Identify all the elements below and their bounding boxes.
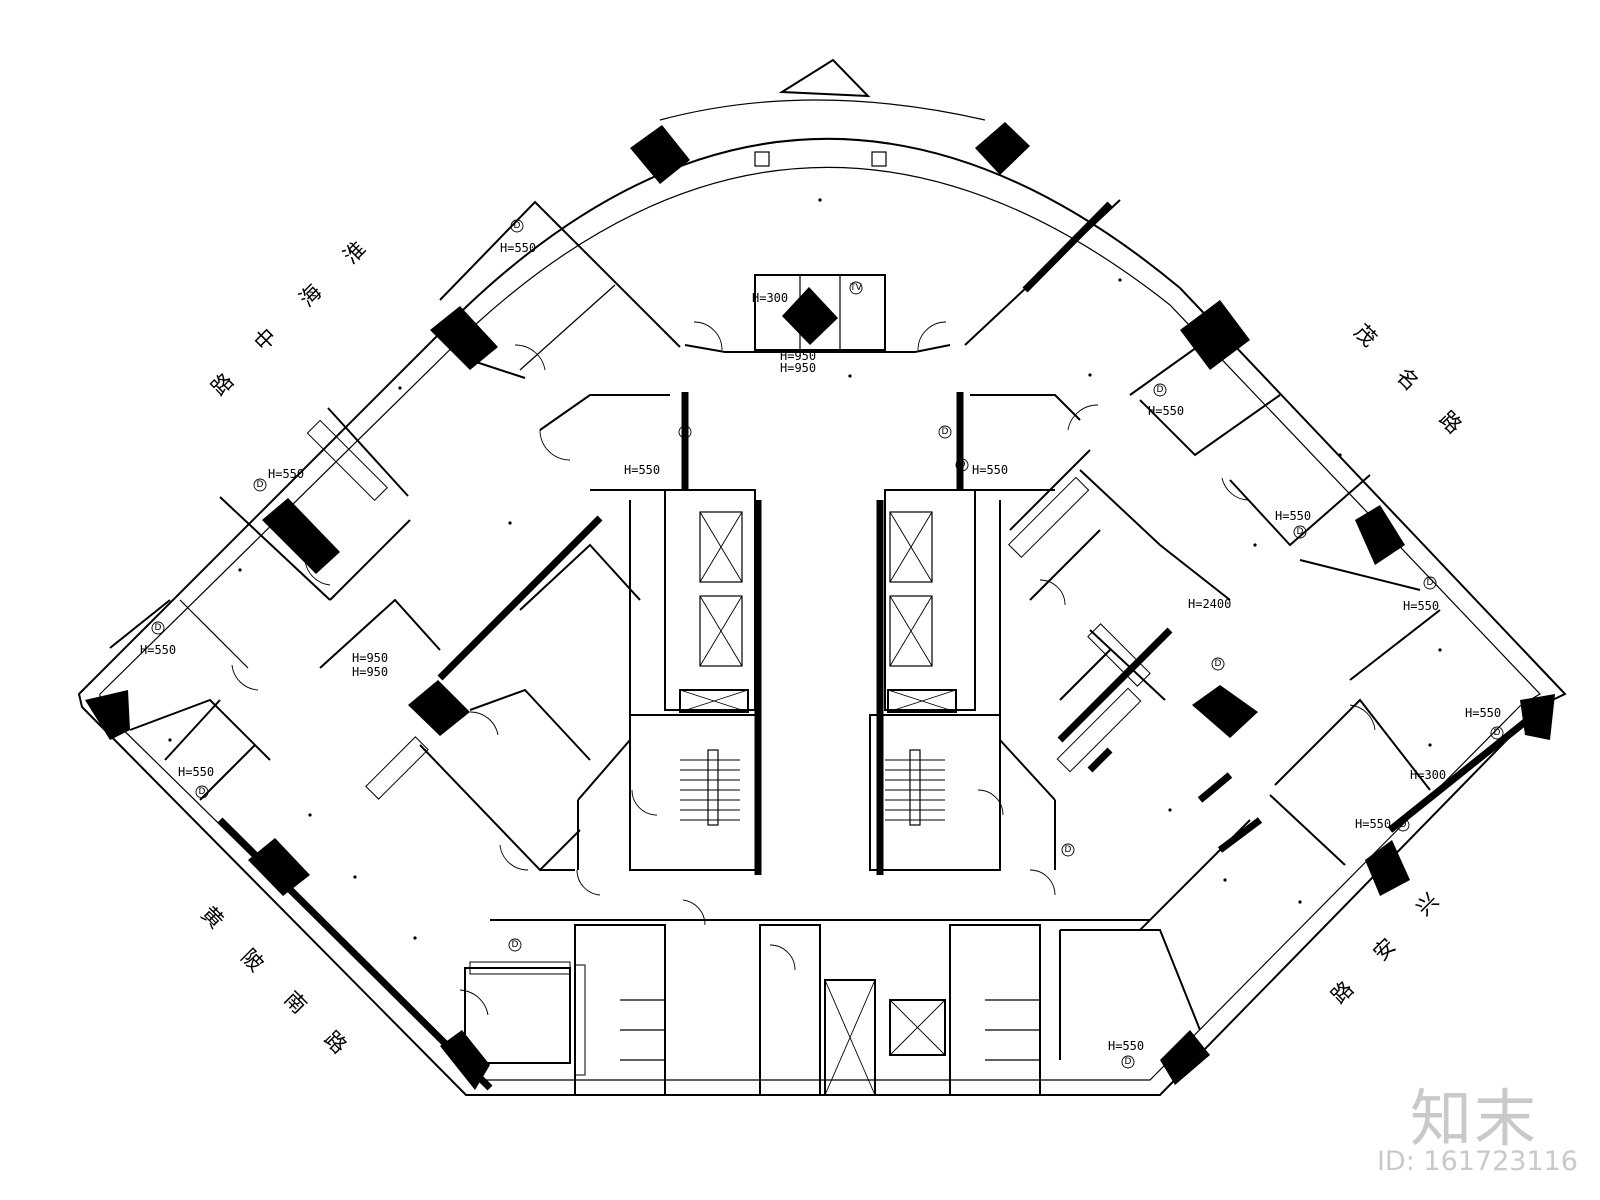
svg-text:黄: 黄 [196, 902, 228, 934]
height-label: H=550 [1355, 817, 1391, 831]
svg-text:茂: 茂 [1349, 320, 1381, 352]
north-tip [778, 58, 871, 98]
south-block [464, 919, 1150, 1096]
svg-text:D: D [1065, 845, 1072, 855]
socket-symbol: D [938, 425, 952, 439]
road-label-huaihai: 淮 海 中 路 [207, 237, 371, 401]
hatched-closets [306, 419, 1151, 1076]
svg-text:中: 中 [250, 324, 282, 356]
svg-text:D: D [1297, 527, 1304, 537]
svg-text:名: 名 [1391, 364, 1423, 396]
svg-text:D: D [1427, 578, 1434, 588]
svg-text:D: D [1157, 385, 1164, 395]
socket-symbol: D [1121, 1055, 1135, 1069]
height-label: H=550 [1108, 1039, 1144, 1053]
socket-symbol: D [508, 938, 522, 952]
svg-text:海: 海 [295, 280, 327, 312]
socket-symbol: D [151, 621, 165, 635]
socket-symbol: D [1423, 576, 1437, 590]
heavy-walls [217, 201, 1548, 1091]
svg-text:路: 路 [319, 1027, 351, 1059]
height-label: H=300 [1410, 768, 1446, 782]
height-label: H=550 [972, 463, 1008, 477]
svg-text:D: D [155, 623, 162, 633]
height-label: H=950 [352, 651, 388, 665]
svg-text:D: D [1125, 1057, 1132, 1067]
height-label: H=550 [178, 765, 214, 779]
socket-symbol: D [1490, 726, 1504, 740]
height-label: H=950 [780, 349, 816, 363]
svg-text:安: 安 [1369, 934, 1401, 966]
svg-text:D: D [682, 427, 689, 437]
svg-text:TV: TV [849, 283, 862, 293]
outer-wall [77, 58, 1567, 1096]
svg-text:陂: 陂 [236, 945, 268, 977]
socket-symbol: D [1153, 383, 1167, 397]
height-label: H=950 [780, 361, 816, 375]
socket-symbol: D [195, 785, 209, 799]
height-label: H=950 [352, 665, 388, 679]
svg-text:D: D [942, 427, 949, 437]
height-label: H=550 [1403, 599, 1439, 613]
core [577, 489, 1056, 871]
socket-symbol: D [253, 478, 267, 492]
right-wing-rooms [964, 199, 1441, 1060]
watermark-brand: 知末 [1409, 1082, 1538, 1155]
svg-text:D: D [959, 460, 966, 470]
height-annotations: H=550 H=550 H=550 H=550 H=550 H=550 H=55… [140, 241, 1501, 1053]
road-label-maoming: 茂 名 路 [1349, 320, 1466, 439]
height-label: H=550 [624, 463, 660, 477]
svg-text:淮: 淮 [339, 237, 371, 269]
socket-symbol: D [510, 219, 524, 233]
svg-text:D: D [1400, 820, 1407, 830]
socket-symbol: D [955, 458, 969, 472]
svg-text:路: 路 [1327, 977, 1359, 1009]
svg-text:D: D [199, 787, 206, 797]
svg-text:D: D [1494, 728, 1501, 738]
height-label: H=550 [500, 241, 536, 255]
height-label: H=550 [1465, 706, 1501, 720]
svg-text:南: 南 [279, 987, 311, 1019]
svg-text:路: 路 [1434, 407, 1466, 439]
svg-text:兴: 兴 [1412, 889, 1444, 921]
watermark-id: ID: 161723116 [1376, 1146, 1578, 1177]
svg-text:D: D [514, 221, 521, 231]
door-swings [231, 321, 1376, 1016]
height-label: H=300 [752, 291, 788, 305]
socket-symbol: D [1061, 843, 1075, 857]
tv-symbol: TV [849, 281, 863, 295]
height-label: H=550 [268, 467, 304, 481]
height-label: H=550 [140, 643, 176, 657]
height-label: H=2400 [1188, 597, 1231, 611]
north-service-block [684, 151, 951, 353]
socket-symbols: D D D D D D D D D D D D D D D D TV [151, 219, 1504, 1069]
svg-text:路: 路 [207, 369, 239, 401]
svg-text:D: D [512, 940, 519, 950]
fixture-dots [168, 198, 1442, 940]
left-wing-rooms [109, 200, 681, 872]
height-label: H=550 [1148, 404, 1184, 418]
socket-symbol: D [1211, 657, 1225, 671]
svg-text:D: D [1215, 659, 1222, 669]
svg-text:D: D [257, 480, 264, 490]
socket-symbol: D [1293, 525, 1307, 539]
height-label: H=550 [1275, 509, 1311, 523]
structural-columns [85, 122, 1555, 1090]
socket-symbol: D [678, 425, 692, 439]
socket-symbol: D [1396, 818, 1410, 832]
